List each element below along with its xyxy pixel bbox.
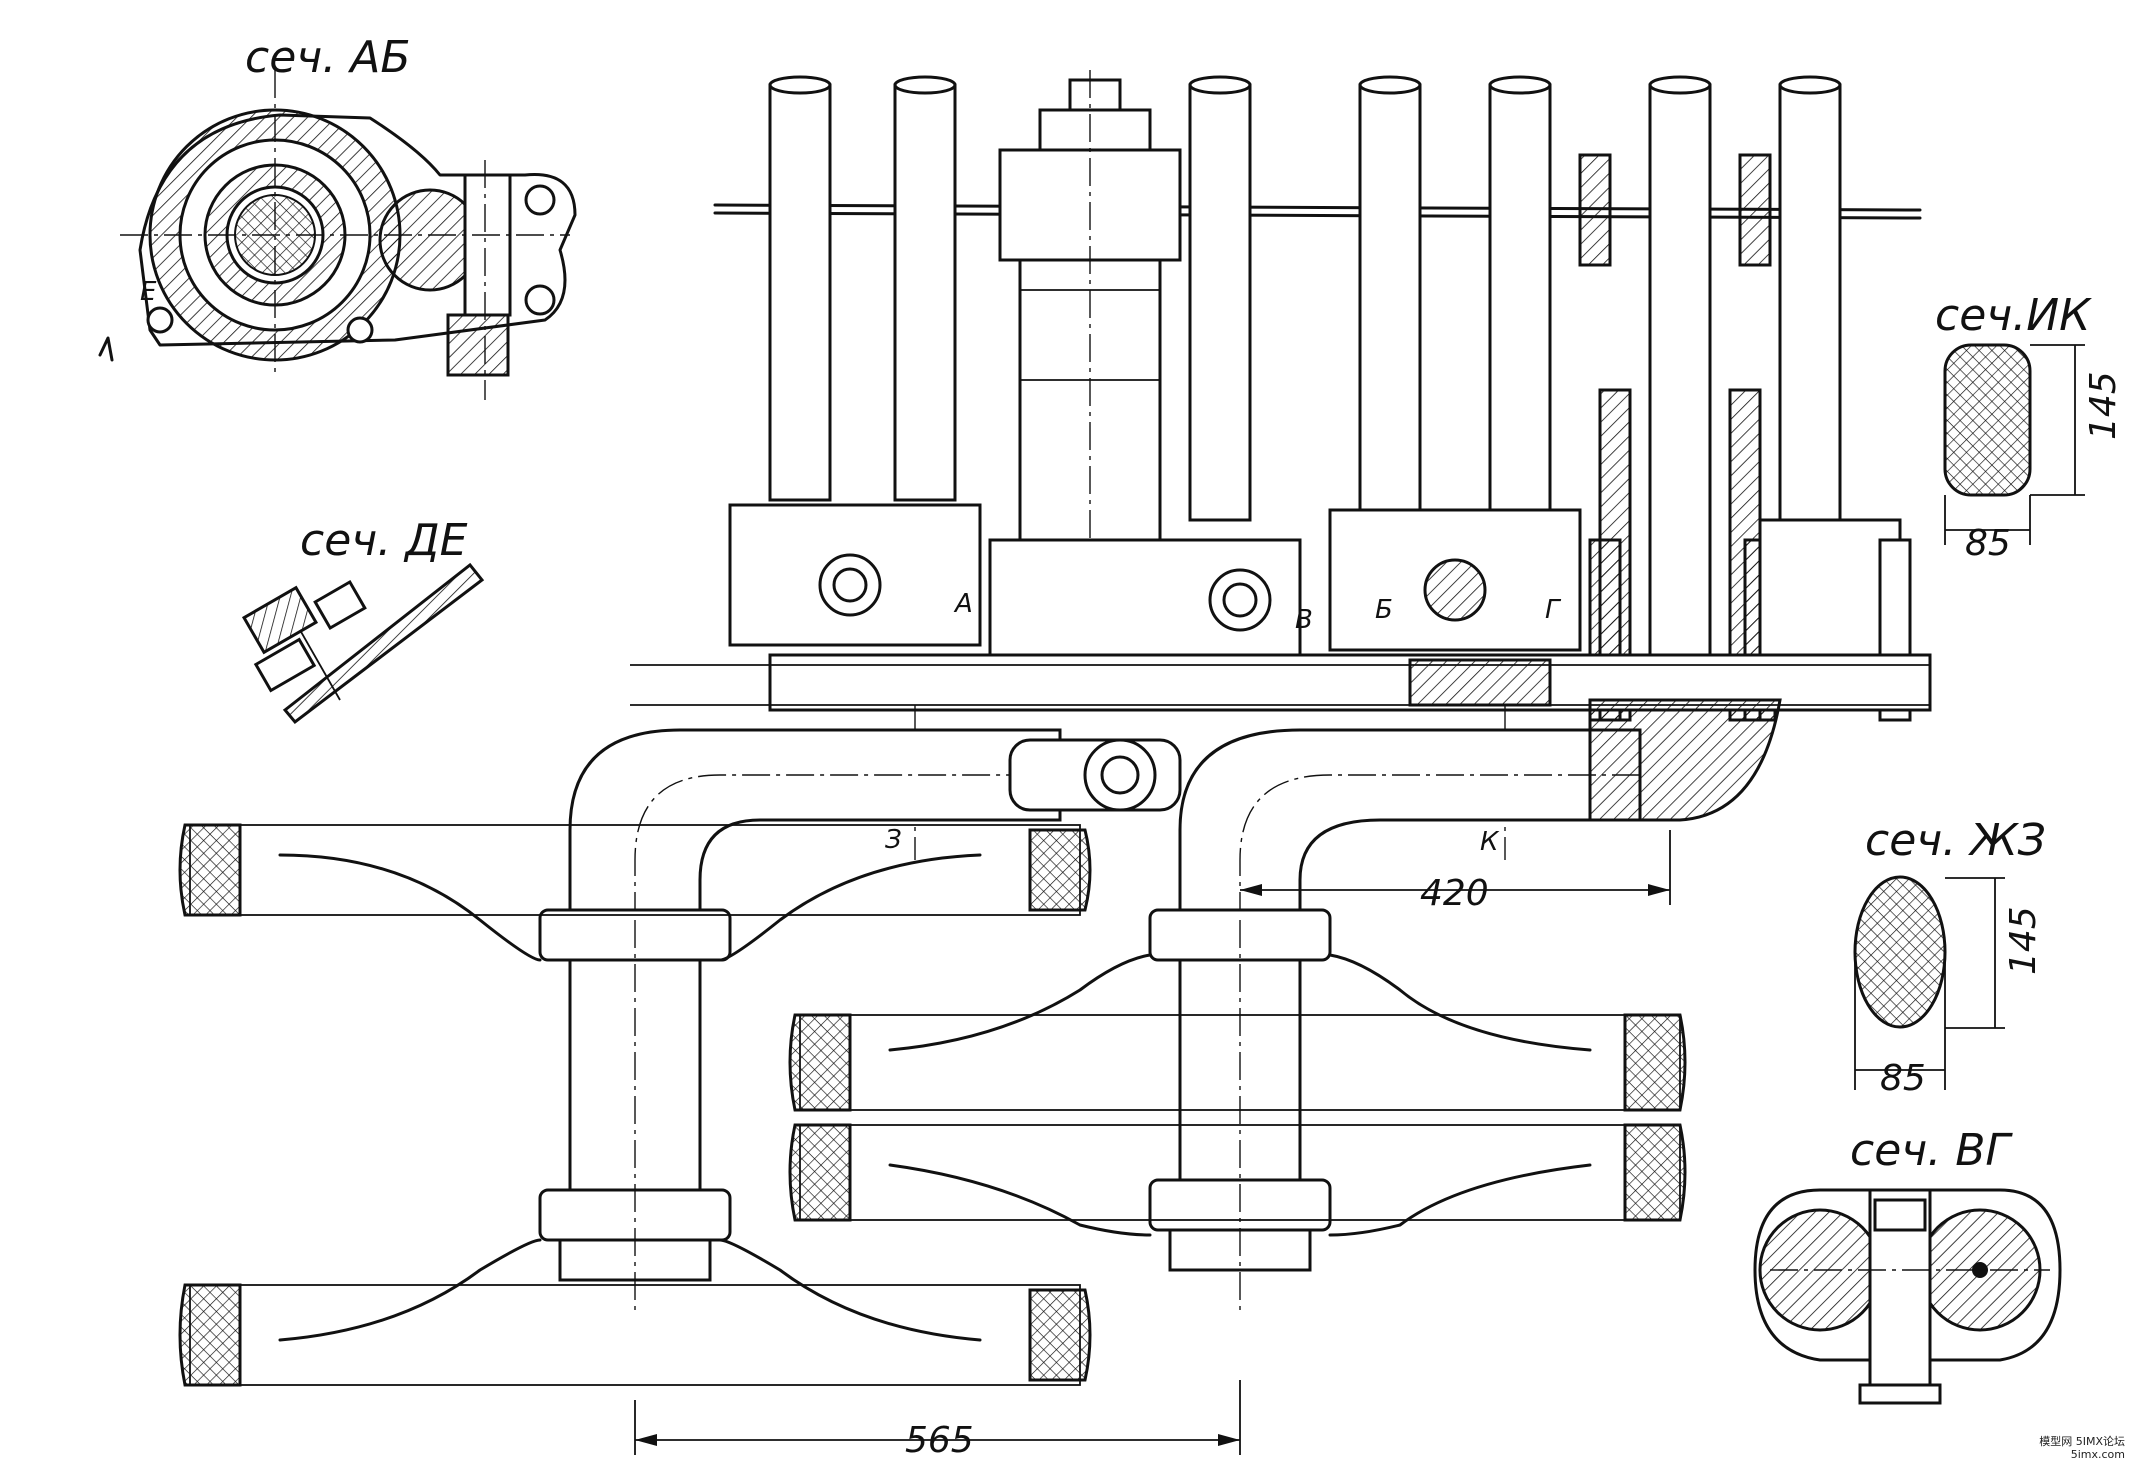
section-zhz-height: 145 (2003, 906, 2044, 975)
section-zhz-title: сеч. ЖЗ (1865, 815, 2046, 866)
section-de-title: сеч. ДЕ (300, 515, 468, 566)
section-ab-title: сеч. АБ (245, 32, 411, 83)
label-k: К (1480, 827, 1500, 857)
section-ik-view: сеч.ИК 145 85 (1935, 290, 2124, 564)
dimension-420: 420 (1240, 830, 1671, 914)
section-zhz-view: сеч. ЖЗ 145 85 (1853, 815, 2046, 1099)
section-de-view: сеч. ДЕ (241, 515, 485, 725)
section-vg-title: сеч. ВГ (1850, 1125, 2013, 1176)
section-ik-title: сеч.ИК (1935, 290, 2092, 341)
section-ik-width: 85 (1965, 523, 2011, 564)
dimension-420-label: 420 (1420, 873, 1489, 914)
right-wheel-set (788, 908, 1687, 1310)
label-e: Е (140, 277, 157, 307)
label-z: З (885, 825, 902, 855)
main-assembly: А В Б Г Ж З И К (630, 70, 1932, 860)
left-wheel-set (178, 823, 1092, 1387)
watermark: 模型网 5IMX论坛 5imx.com (2039, 1435, 2125, 1461)
label-g: Г (1545, 595, 1562, 625)
section-ab-view: сеч. АБ Е (98, 32, 577, 400)
axle-bends (568, 698, 1782, 922)
watermark-line1: 模型网 5IMX论坛 (2039, 1435, 2125, 1448)
section-zhz-width: 85 (1880, 1058, 1926, 1099)
label-b: Б (1375, 595, 1393, 625)
dimension-565: 565 (634, 1380, 1241, 1461)
watermark-line2: 5imx.com (2070, 1448, 2125, 1461)
strut-tubes (768, 75, 1842, 702)
label-v: В (1295, 605, 1313, 635)
section-vg-view: сеч. ВГ (1753, 1125, 2062, 1405)
label-a: А (953, 589, 973, 619)
section-ik-height: 145 (2083, 371, 2124, 440)
dimension-565-label: 565 (905, 1420, 974, 1461)
